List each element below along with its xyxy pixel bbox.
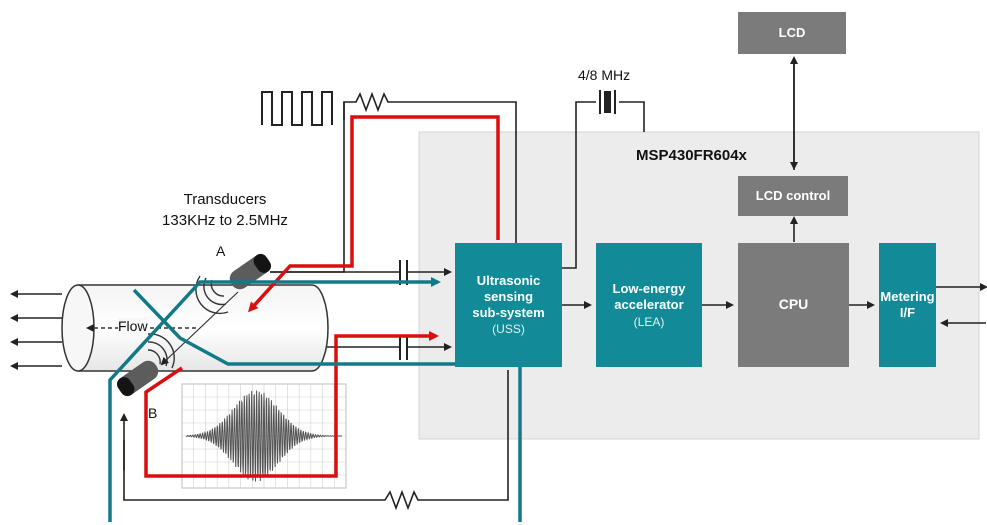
metering-line-1: Metering <box>880 289 935 305</box>
signal-path-teal-b <box>132 288 522 522</box>
lea-line-1: Low-energy <box>612 280 686 296</box>
waveform-plot <box>181 383 347 489</box>
drive-resistor-bottom <box>123 370 509 511</box>
uss-sub: (USS) <box>492 322 525 337</box>
transducer-b-label: B <box>148 405 158 421</box>
crystal-icon <box>604 91 611 113</box>
signal-path-red-bottom <box>144 331 439 478</box>
chip-label: MSP430FR604x <box>636 147 747 164</box>
signal-path-teal-a <box>108 277 441 522</box>
lcd-control-label: LCD control <box>755 188 831 204</box>
uss-line-3: sub-system <box>472 304 545 320</box>
cpu-block: CPU <box>738 243 849 367</box>
metering-line-2: I/F <box>899 305 916 320</box>
transducers-title: Transducers <box>183 191 267 208</box>
lcd-control-block: LCD control <box>738 176 848 216</box>
square-wave-icon <box>261 91 333 126</box>
lea-line-2: accelerator <box>614 296 684 312</box>
crystal-label: 4/8 MHz <box>578 67 631 83</box>
transducer-b-icon <box>116 360 159 397</box>
transducers-range: 133KHz to 2.5MHz <box>162 212 288 229</box>
pipe <box>61 284 329 372</box>
lcd-block: LCD <box>738 12 846 54</box>
flow-label: Flow <box>118 318 148 334</box>
lea-sub: (LEA) <box>633 314 665 329</box>
metering-block: Metering I/F <box>879 243 936 367</box>
signal-path-red-top <box>247 115 500 313</box>
transducers-label: Transducers 133KHz to 2.5MHz <box>140 189 310 231</box>
uss-block: Ultrasonic sensing sub-system (USS) <box>455 243 562 367</box>
uss-line-1: Ultrasonic <box>476 272 541 288</box>
uss-line-2: sensing <box>483 288 534 304</box>
lcd-label: LCD <box>778 25 806 41</box>
cpu-label: CPU <box>778 296 809 313</box>
transducer-a-label: A <box>216 243 226 259</box>
drive-resistor-top <box>343 91 517 268</box>
lea-block: Low-energy accelerator (LEA) <box>596 243 702 367</box>
